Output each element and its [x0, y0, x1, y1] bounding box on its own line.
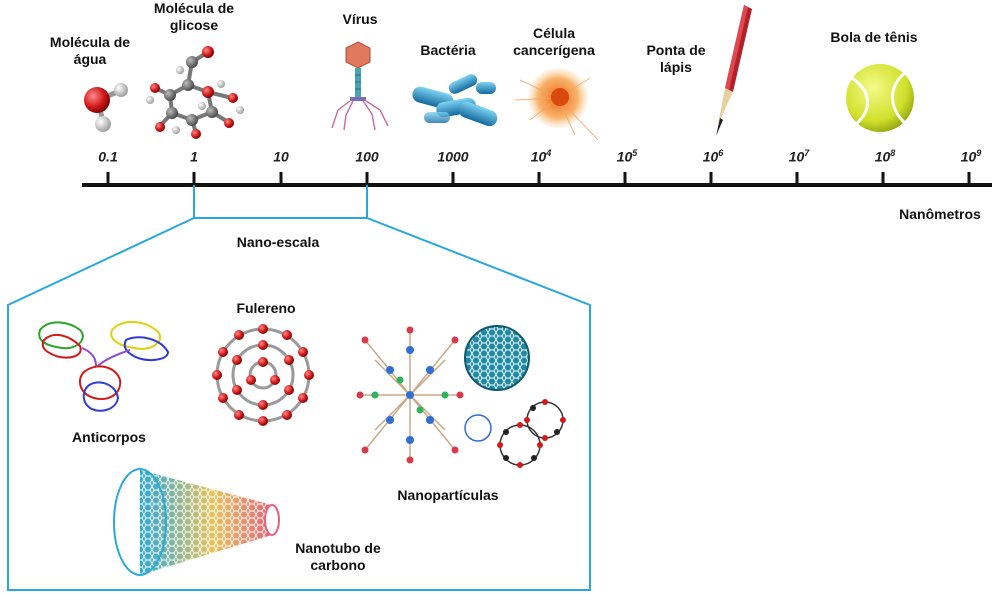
bacteria-image — [412, 74, 498, 127]
antibody-image — [38, 321, 170, 412]
label-antibodies: Anticorpos — [62, 429, 156, 446]
tick-label-1: 1 — [190, 148, 198, 165]
tick-label-9: 108 — [874, 148, 896, 165]
label-fullerene: Fulereno — [228, 300, 304, 317]
water-molecule-image — [84, 83, 128, 132]
label-nanotube: Nanotubo de carbono — [290, 540, 386, 574]
tick-label-4: 1000 — [437, 148, 469, 165]
carbon-nanotube-image — [113, 468, 280, 576]
nanoscale-zoom-box — [7, 185, 591, 591]
nanoscale-title: Nano-escala — [226, 234, 330, 251]
nanoparticles-image — [356, 325, 566, 468]
tick-label-5: 104 — [530, 148, 552, 165]
glucose-molecule-image — [146, 46, 244, 139]
tick-label-10: 109 — [960, 148, 982, 165]
label-pencil-tip: Ponta de lápis — [636, 42, 716, 76]
tick-label-3: 100 — [355, 148, 379, 165]
pencil-tip-image — [716, 5, 752, 136]
label-water: Molécula de água — [40, 34, 140, 68]
scale-axis-ticks — [106, 172, 971, 185]
tennis-ball-image — [846, 64, 914, 132]
cancer-cell-image — [514, 68, 599, 141]
tick-label-7: 106 — [702, 148, 724, 165]
label-cancer-cell: Célula cancerígena — [506, 25, 602, 59]
label-tennis-ball: Bola de tênis — [822, 29, 926, 46]
label-bacteria: Bactéria — [408, 42, 488, 59]
tick-label-6: 105 — [616, 148, 638, 165]
label-glucose: Molécula de glicose — [142, 0, 246, 34]
virus-image — [331, 41, 389, 131]
tick-label-0: 0.1 — [98, 148, 118, 165]
unit-label: Nanômetros — [892, 206, 988, 223]
tick-label-2: 10 — [273, 148, 289, 165]
label-virus: Vírus — [330, 11, 390, 28]
label-nanoparticles: Nanopartículas — [386, 487, 510, 504]
tick-label-8: 107 — [788, 148, 810, 165]
fullerene-image — [212, 324, 314, 426]
